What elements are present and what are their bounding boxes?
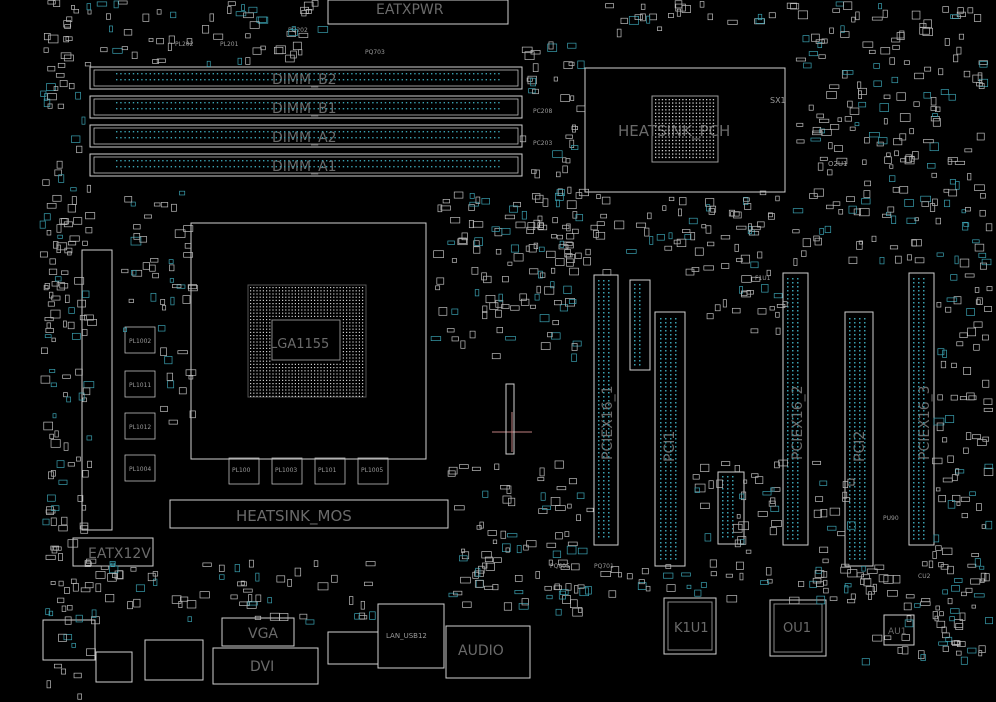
eatxpwr-connector[interactable]: EATXPWR (327, 0, 509, 25)
cpu-pin-field (250, 287, 364, 397)
svg-text:CU2: CU2 (918, 573, 931, 580)
svg-text:PL201: PL201 (220, 41, 239, 48)
pciex16-2-slot[interactable]: PCIEX16_2 (782, 272, 809, 546)
dimm-slot-b1[interactable]: DIMM_B1 (89, 95, 523, 119)
pciex1-2-slot[interactable] (717, 471, 745, 545)
eatxpwr-label: EATXPWR (376, 2, 444, 18)
eatx12v-label: EATX12V (88, 546, 151, 562)
slot-pin-rows (598, 278, 925, 560)
svg-text:PL1005: PL1005 (361, 467, 383, 474)
heatsink-mos: HEATSINK_MOS (169, 499, 449, 529)
au1-chip[interactable]: AU1 (883, 614, 915, 646)
svg-text:PQ703: PQ703 (365, 49, 385, 56)
svg-text:PL202: PL202 (175, 41, 194, 48)
svg-text:PU90: PU90 (883, 515, 899, 522)
svg-text:SX1: SX1 (770, 96, 786, 105)
dvi-connector[interactable]: DVI (212, 647, 319, 685)
dimm-slot-a1[interactable]: DIMM_A1 (89, 153, 523, 177)
audio-label: AUDIO (458, 643, 504, 659)
pciex1-1-slot[interactable] (629, 279, 651, 371)
svg-text:PL1011: PL1011 (129, 382, 151, 389)
svg-text:PQ202: PQ202 (288, 27, 308, 34)
au1-label: AU1 (888, 627, 906, 637)
pch-ball-grid (655, 99, 715, 159)
vga-label: VGA (248, 626, 278, 642)
k1u1-label: K1U1 (674, 621, 709, 636)
pciex16-3-slot[interactable]: PCIEX16_3 (908, 272, 935, 546)
dimm-a1-label: DIMM_A1 (272, 159, 337, 175)
svg-text:PL1002: PL1002 (129, 338, 151, 345)
svg-text:PC203: PC203 (533, 140, 552, 147)
svg-text:PL1004: PL1004 (129, 466, 151, 473)
lan-usb-connector[interactable]: LAN_USB12 (377, 603, 445, 669)
dimm-b2-label: DIMM_B2 (272, 72, 337, 88)
cpu-socket-label: LGA1155 (270, 337, 329, 352)
audio-connector[interactable]: AUDIO (445, 625, 531, 679)
left-heatsink (81, 249, 113, 531)
dvi-label: DVI (250, 659, 274, 675)
heatsink-mos-label: HEATSINK_MOS (236, 507, 352, 526)
svg-text:PC208: PC208 (533, 108, 552, 115)
svg-text:F1U1: F1U1 (755, 275, 771, 282)
vrm-chokes: PL1002 PL1011 PL1012 PL1004 PL100 PL1003… (124, 326, 389, 485)
vga-connector[interactable]: VGA (221, 617, 295, 647)
dimm-slot-a2[interactable]: DIMM_A2 (89, 124, 523, 148)
svg-text:PL1003: PL1003 (275, 467, 297, 474)
svg-text:PL1012: PL1012 (129, 424, 151, 431)
crosshair-cursor (492, 383, 532, 455)
pch-chip[interactable]: HEATSINK_PCH (584, 67, 786, 193)
usb-connectors[interactable] (42, 619, 379, 683)
k1u1-chip[interactable]: K1U1 (663, 597, 717, 655)
ou1-chip[interactable]: OU1 (769, 599, 827, 657)
svg-text:PQ605: PQ605 (550, 563, 570, 570)
dimm-pin-rows (116, 73, 500, 168)
dimm-b1-label: DIMM_B1 (272, 101, 337, 117)
dimm-a2-label: DIMM_A2 (272, 130, 337, 146)
lan-label: LAN_USB12 (386, 632, 427, 640)
svg-text:PL101: PL101 (318, 467, 337, 474)
misc-labels: PL202 PL201 PQ202 PQ703 PC208 PC203 PQ60… (175, 27, 931, 580)
dimm-slot-b2[interactable]: DIMM_B2 (89, 66, 523, 90)
cpu-socket[interactable]: LGA1155 (190, 222, 427, 460)
svg-text:PQ701: PQ701 (594, 563, 614, 570)
heatsink-pch-label: HEATSINK_PCH (618, 122, 730, 141)
ou1-label: OU1 (783, 621, 811, 636)
smd-components (39, 0, 994, 700)
pciex16-3-label: PCIEX16_3 (917, 385, 933, 460)
pciex16-1-slot[interactable]: PCIEX16_1 (593, 274, 619, 546)
svg-text:PL100: PL100 (232, 467, 251, 474)
